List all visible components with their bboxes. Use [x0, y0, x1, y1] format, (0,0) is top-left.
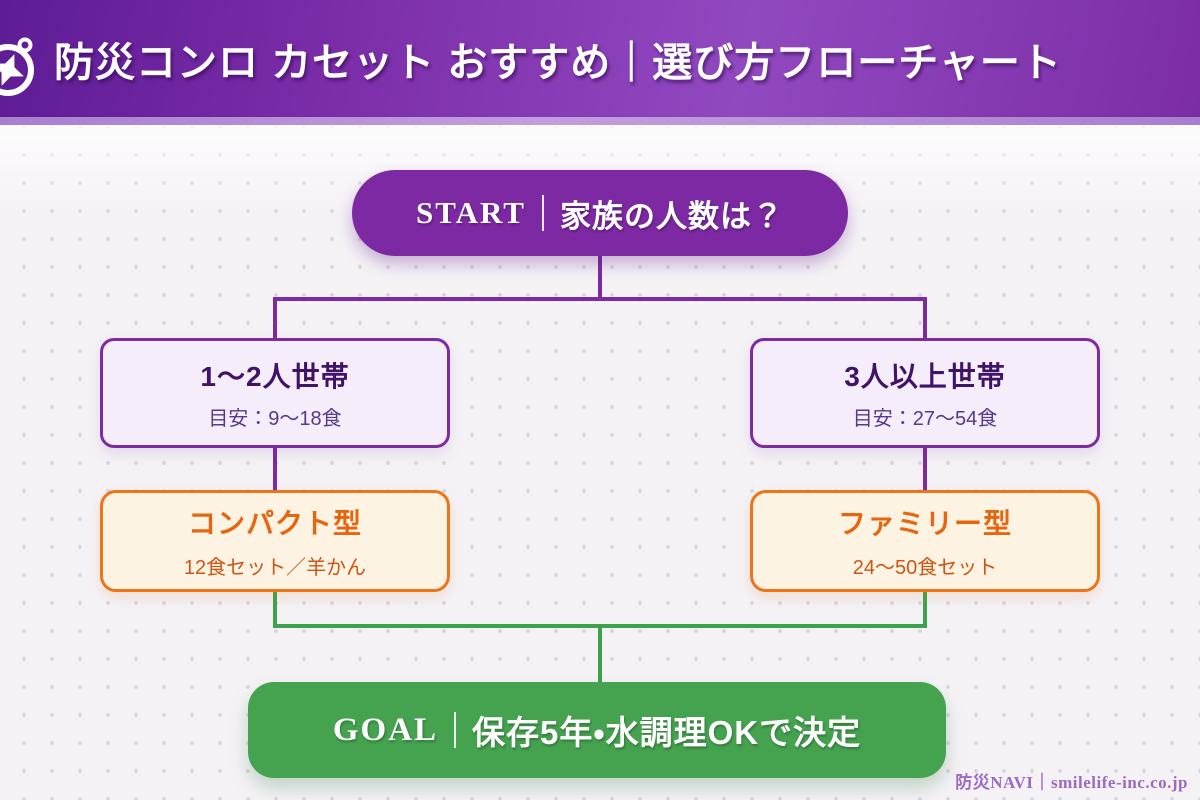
goal-node: GOAL 保存5年・水調理OKで決定 — [248, 682, 946, 778]
connector-branch-horizontal — [273, 297, 927, 301]
goal-separator-bar — [454, 712, 457, 748]
connector-right-to-goal — [923, 589, 927, 628]
branch-title: 1〜2人世帯 — [200, 361, 350, 392]
branch-subtitle: 目安：9〜18食 — [208, 408, 342, 430]
connector-left-drop — [273, 299, 277, 341]
result-subtitle: 12食セット／羊かん — [183, 557, 367, 579]
connector-start-down — [598, 252, 602, 300]
result-title: コンパクト型 — [187, 508, 362, 539]
header-accent-stripe — [0, 117, 1200, 125]
footer-credit: 防災NAVI｜smilelife-inc.co.jp — [955, 773, 1188, 792]
branch-box-small-household: 1〜2人世帯 目安：9〜18食 — [100, 338, 450, 448]
connector-right-drop — [923, 299, 927, 341]
result-box-family: ファミリー型 24〜50食セット — [750, 490, 1100, 592]
branch-title: 3人以上世帯 — [844, 361, 1006, 392]
branch-subtitle: 目安：27〜54食 — [852, 408, 998, 430]
result-title: ファミリー型 — [837, 508, 1012, 539]
result-subtitle: 24〜50食セット — [852, 557, 998, 579]
goal-label: 保存5年・水調理OKで決定 — [472, 714, 862, 751]
connector-left-to-result — [273, 445, 277, 493]
connector-goal-down — [598, 626, 602, 684]
page-title: 防災コンロ カセット おすすめ｜選び方フローチャート — [54, 40, 1062, 85]
goal-prefix: GOAL — [332, 711, 439, 748]
start-separator-bar — [541, 195, 544, 231]
start-question: 家族の人数は？ — [559, 198, 784, 234]
branch-box-large-household: 3人以上世帯 目安：27〜54食 — [750, 338, 1100, 448]
result-box-compact: コンパクト型 12食セット／羊かん — [100, 490, 450, 592]
start-prefix: START — [416, 195, 526, 230]
compass-icon — [0, 37, 34, 96]
start-node: START 家族の人数は？ — [352, 170, 848, 256]
connector-right-to-result — [923, 445, 927, 493]
connector-left-to-goal — [273, 589, 277, 628]
header-bar: 防災コンロ カセット おすすめ｜選び方フローチャート — [0, 0, 1200, 117]
